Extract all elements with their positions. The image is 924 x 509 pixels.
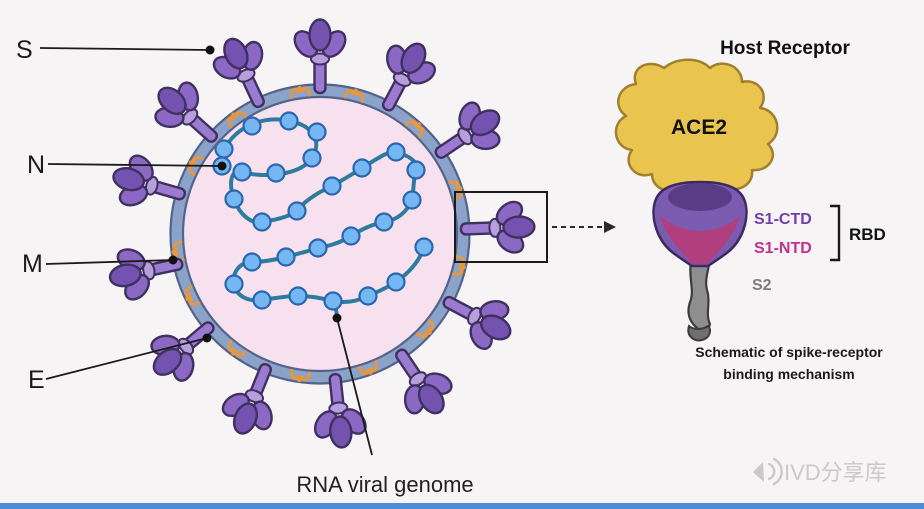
label-rna-genome: RNA viral genome (296, 472, 473, 497)
dashed-zoom-arrow (552, 221, 616, 233)
n-protein (252, 290, 272, 310)
n-protein (352, 158, 372, 178)
n-protein (322, 176, 342, 196)
label-m: M (22, 250, 43, 278)
schematic-caption-line2: binding mechanism (723, 366, 854, 382)
s1-ntd-label: S1-NTD (754, 240, 812, 257)
label-e: E (28, 366, 45, 394)
bottom-accent-bar (0, 503, 924, 509)
label-n: N (27, 151, 45, 179)
virus-particle (102, 18, 537, 452)
watermark-text: IVD分享库 (784, 460, 887, 485)
n-protein (242, 116, 262, 136)
rbd-label: RBD (849, 225, 886, 244)
rbd-bracket (830, 204, 841, 262)
label-s: S (16, 36, 33, 64)
n-protein (252, 212, 272, 232)
n-protein (224, 274, 244, 294)
n-protein (341, 226, 361, 246)
n-protein (414, 237, 434, 257)
spike-protein (288, 18, 352, 95)
schematic-caption-line1: Schematic of spike-receptor (695, 344, 883, 360)
watermark-logo-icon (753, 457, 783, 486)
receptor-binding-schematic: Host Receptor ACE2 S1-CTD S1-NTD S2 RBD … (614, 38, 886, 382)
n-protein (302, 148, 322, 168)
watermark: IVD分享库 (753, 457, 887, 486)
n-protein (323, 291, 343, 311)
n-protein (266, 163, 286, 183)
s1-ctd-label: S1-CTD (754, 211, 812, 228)
spike-s1-head (652, 180, 748, 268)
n-protein (288, 286, 308, 306)
n-protein (374, 212, 394, 232)
ace2-label: ACE2 (671, 116, 727, 139)
n-protein (386, 272, 406, 292)
n-protein (402, 190, 422, 210)
callout-labels: S N M E RNA viral genome (16, 36, 474, 497)
viral-envelope-interior (183, 97, 457, 371)
n-protein (224, 189, 244, 209)
n-protein (307, 122, 327, 142)
n-protein (358, 286, 378, 306)
spike-highlight-box (454, 191, 548, 263)
n-protein (308, 238, 328, 258)
n-protein (287, 201, 307, 221)
s2-label: S2 (752, 277, 772, 294)
n-nucleoproteins (212, 111, 434, 311)
spike-protein (458, 195, 537, 261)
spike-s2-stem (687, 258, 712, 342)
n-protein (276, 247, 296, 267)
s1-ctd-region (668, 183, 732, 211)
s1-ntd-region (660, 216, 740, 264)
host-receptor-title: Host Receptor (720, 38, 850, 59)
n-protein (386, 142, 406, 162)
n-protein (232, 162, 252, 182)
n-protein (279, 111, 299, 131)
n-protein (406, 160, 426, 180)
n-protein (242, 252, 262, 272)
